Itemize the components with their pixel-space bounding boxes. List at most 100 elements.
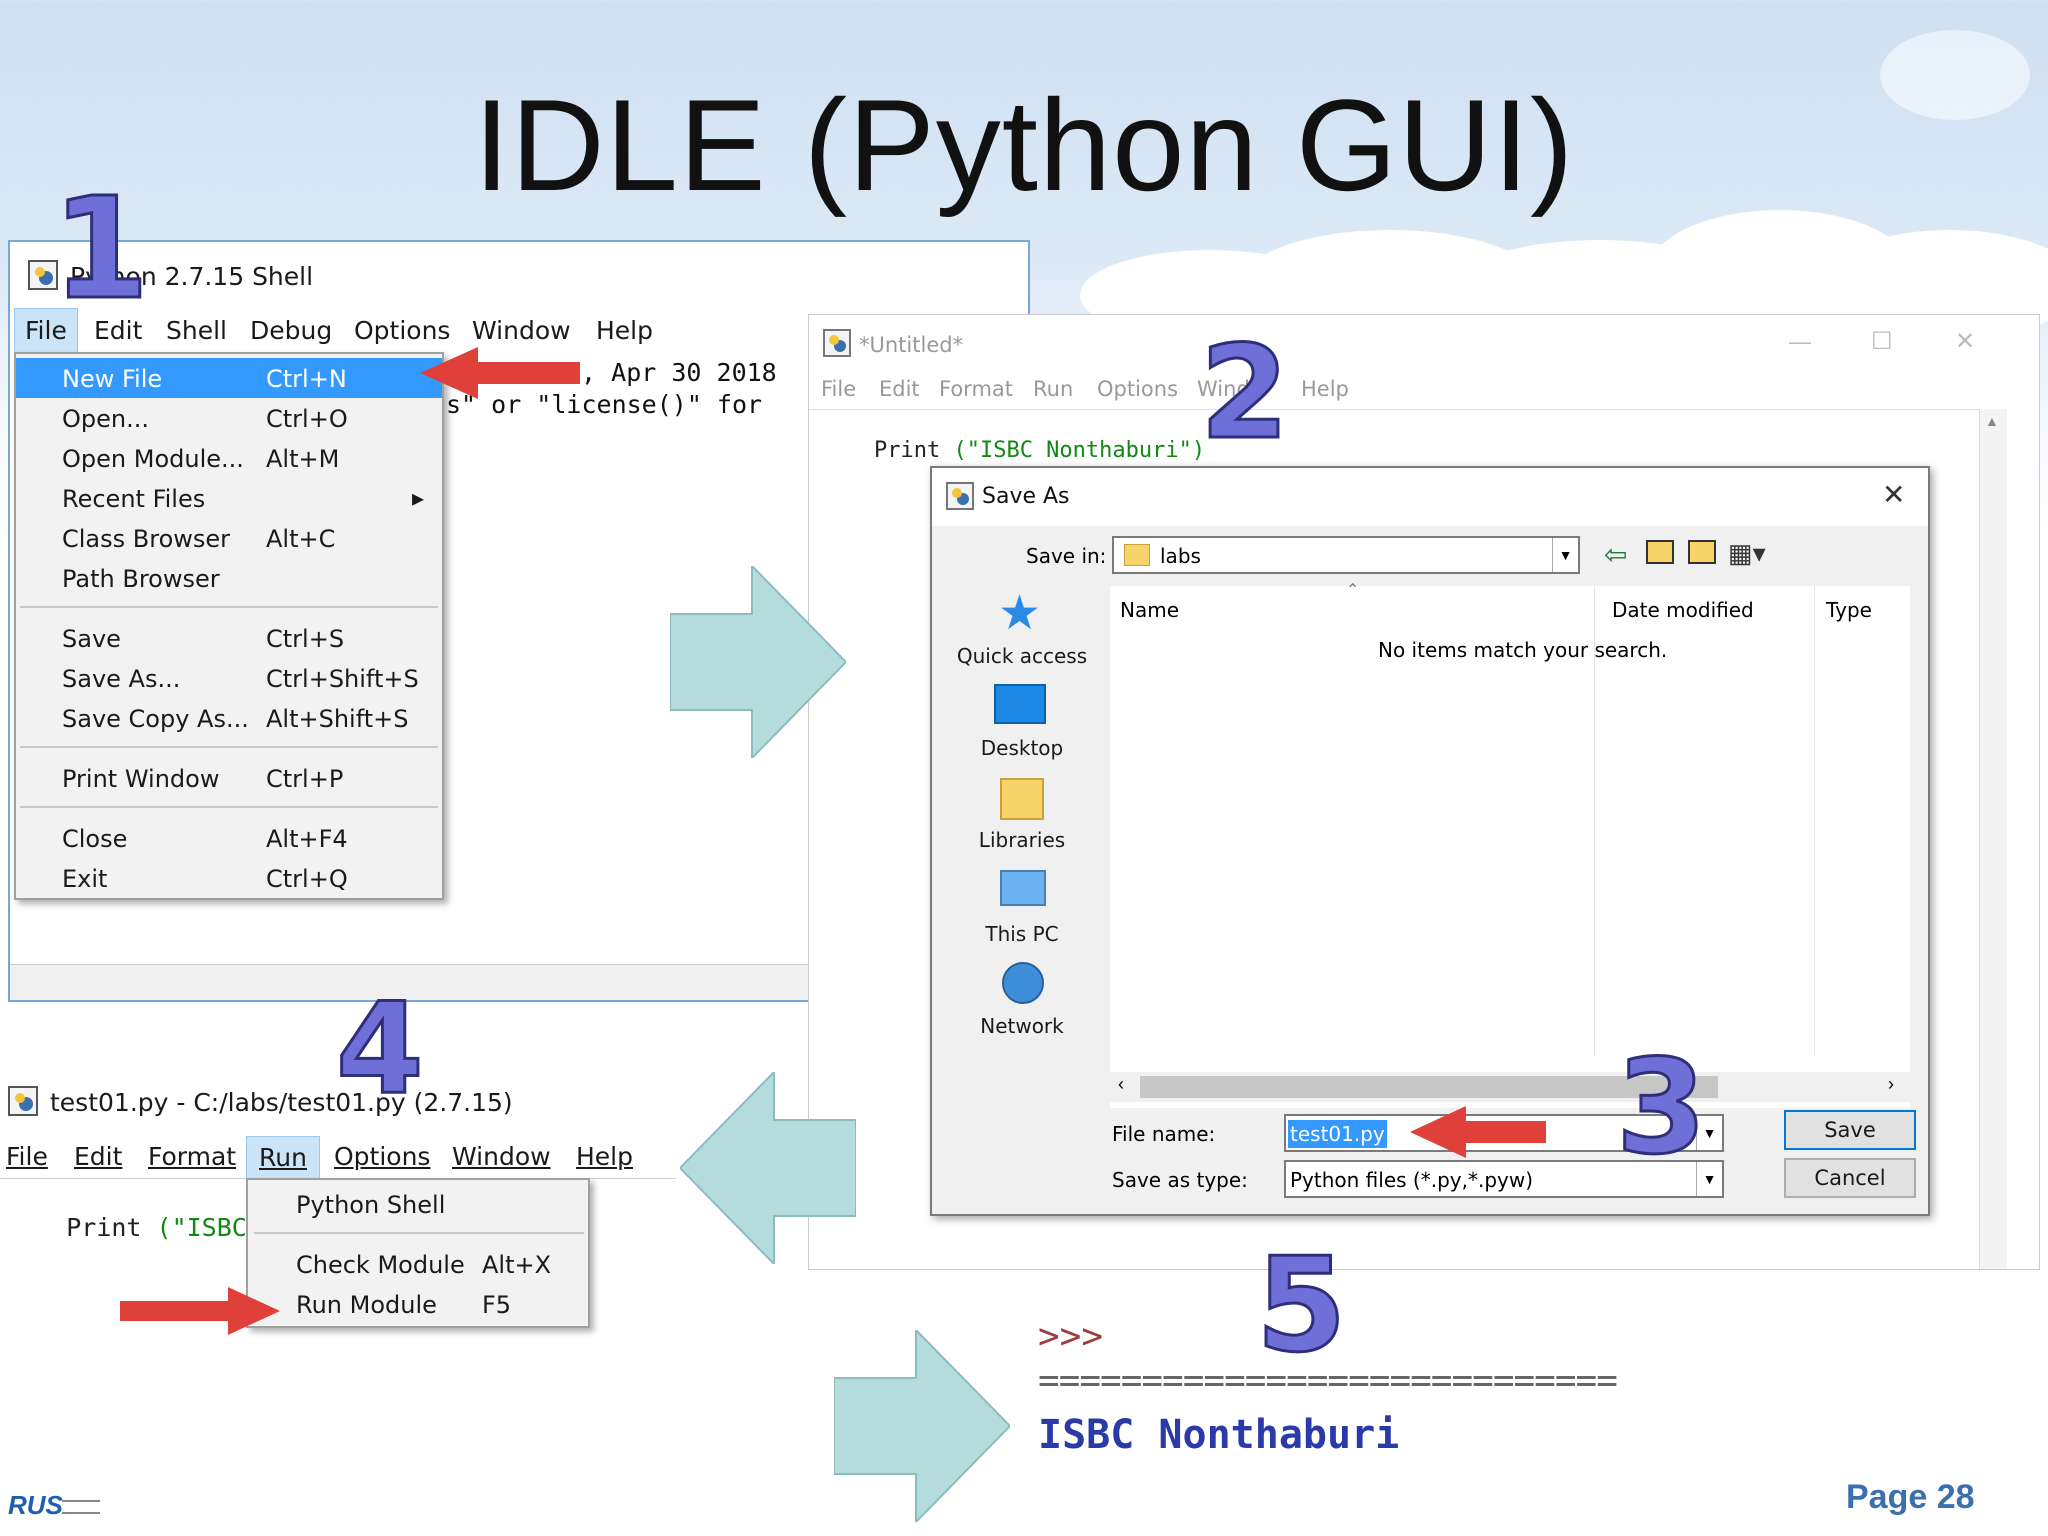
back-icon[interactable]: ⇦: [1604, 539, 1628, 570]
column-name[interactable]: Name: [1120, 598, 1180, 622]
editor-title: *Untitled*: [859, 333, 964, 357]
save-type-select[interactable]: Python files (*.py,*.pyw) ▼: [1284, 1160, 1724, 1198]
menu-window[interactable]: Window: [452, 1142, 551, 1171]
menu-help[interactable]: Help: [1301, 377, 1349, 401]
network-label: Network: [980, 1014, 1064, 1038]
sort-up-icon: ⌃: [1346, 582, 1360, 599]
menu-options[interactable]: Options: [1097, 377, 1179, 401]
menu-help[interactable]: Help: [576, 1142, 633, 1171]
run-code-line: Print ("ISBC N: [66, 1213, 277, 1242]
restart-separator: ============================: [1038, 1360, 1618, 1401]
menu-run[interactable]: Run: [246, 1136, 320, 1180]
menu-file[interactable]: File: [821, 377, 857, 401]
red-arrow-run-module: [120, 1287, 280, 1335]
up-folder-icon[interactable]: [1646, 540, 1674, 564]
places-sidebar: ★ Quick access Desktop Libraries This PC…: [952, 580, 1102, 1080]
empty-message: No items match your search.: [1378, 638, 1668, 662]
shell-title: Python 2.7.15 Shell: [70, 262, 314, 291]
chevron-down-icon[interactable]: ▼: [1696, 1116, 1722, 1150]
red-arrow-new-file: [420, 347, 580, 399]
menu-edit[interactable]: Edit: [879, 377, 920, 401]
step-4-label: 4: [335, 975, 426, 1122]
maximize-icon[interactable]: ☐: [1871, 328, 1893, 355]
cancel-button[interactable]: Cancel: [1784, 1158, 1916, 1198]
menu-shell[interactable]: Shell: [166, 316, 227, 345]
menu-item-python-shell[interactable]: Python Shell: [296, 1191, 446, 1219]
file-list[interactable]: ⌃ Name Date modified Type No items match…: [1110, 582, 1910, 1108]
new-folder-icon[interactable]: [1688, 540, 1716, 564]
menu-debug[interactable]: Debug: [250, 316, 333, 345]
save-type-value: Python files (*.py,*.pyw): [1290, 1168, 1534, 1192]
step-1-label: 1: [50, 168, 150, 331]
menu-format[interactable]: Format: [148, 1142, 237, 1171]
chevron-down-icon[interactable]: ▼: [1696, 1162, 1722, 1196]
menu-item-open-module[interactable]: Open Module...Alt+M: [62, 445, 340, 473]
menu-item-open[interactable]: Open...Ctrl+O: [62, 405, 348, 433]
network-icon: [1002, 962, 1044, 1004]
program-output: ISBC Nonthaburi: [1038, 1412, 1400, 1458]
shell-text-line1: 3, Apr 30 2018: [566, 358, 777, 387]
slide-title: IDLE (Python GUI): [473, 72, 1575, 218]
column-date-modified[interactable]: Date modified: [1612, 598, 1754, 622]
menu-window[interactable]: Wind: [1197, 377, 1250, 401]
libraries-icon: [1000, 778, 1044, 820]
editor-menubar: File Edit Format Run Options Wind Help: [809, 373, 2039, 409]
view-menu-icon[interactable]: ▦▾: [1728, 538, 1766, 568]
menu-file[interactable]: File: [6, 1142, 48, 1171]
horizontal-scrollbar[interactable]: ‹ ›: [1110, 1072, 1910, 1102]
step-3-label: 3: [1614, 1031, 1707, 1183]
desktop-icon: [994, 684, 1046, 724]
star-icon: ★: [998, 587, 1042, 640]
scroll-thumb[interactable]: [1140, 1076, 1718, 1098]
menu-window[interactable]: Window: [472, 316, 571, 345]
run-window-title: test01.py - C:/labs/test01.py (2.7.15): [50, 1088, 513, 1117]
desktop-label: Desktop: [980, 736, 1064, 760]
menu-item-path-browser[interactable]: Path Browser: [62, 565, 220, 593]
rus-logo: RUS: [8, 1490, 104, 1524]
column-divider: [1814, 586, 1815, 1056]
close-icon[interactable]: ✕: [1955, 328, 1976, 355]
python-file-icon: [8, 1086, 38, 1116]
menu-item-save-as[interactable]: Save As...Ctrl+Shift+S: [62, 665, 419, 693]
menu-options[interactable]: Options: [354, 316, 451, 345]
editor-code-area[interactable]: [809, 409, 1979, 1271]
scroll-right-icon[interactable]: ›: [1888, 1074, 1894, 1094]
flow-arrow-left-2: [680, 1072, 856, 1264]
scroll-left-icon[interactable]: ‹: [1118, 1074, 1124, 1094]
menu-help[interactable]: Help: [596, 316, 653, 345]
run-menubar: File Edit Format Run Options Window Help: [0, 1136, 680, 1180]
menu-options[interactable]: Options: [334, 1142, 431, 1171]
editor-scrollbar[interactable]: [1979, 409, 2007, 1269]
dialog-titlebar: Save As ✕: [932, 468, 1928, 526]
menu-item-recent-files[interactable]: Recent Files▸: [62, 484, 425, 513]
chevron-down-icon[interactable]: ▼: [1552, 538, 1578, 572]
menu-format[interactable]: Format: [939, 377, 1014, 401]
menu-file[interactable]: File: [14, 308, 78, 354]
menu-item-save-copy-as[interactable]: Save Copy As...Alt+Shift+S: [62, 705, 409, 733]
menu-edit[interactable]: Edit: [94, 316, 143, 345]
flow-arrow-right-1: [670, 566, 846, 758]
scroll-up-icon[interactable]: ▲: [1985, 413, 1999, 429]
save-button[interactable]: Save: [1784, 1110, 1916, 1150]
close-icon[interactable]: ✕: [1882, 479, 1906, 510]
this-pc-label: This PC: [985, 922, 1059, 946]
shell-text-line2: s" or "license()" for: [446, 390, 763, 419]
column-type[interactable]: Type: [1826, 598, 1872, 622]
libraries-label: Libraries: [978, 828, 1066, 852]
page-number: Page 28: [1846, 1478, 1975, 1516]
menu-edit[interactable]: Edit: [74, 1142, 123, 1171]
menu-run[interactable]: Run: [1033, 377, 1074, 401]
minimize-icon[interactable]: —: [1789, 329, 1811, 354]
step-2-label: 2: [1198, 319, 1290, 468]
save-in-dropdown[interactable]: labs ▼: [1112, 536, 1580, 574]
